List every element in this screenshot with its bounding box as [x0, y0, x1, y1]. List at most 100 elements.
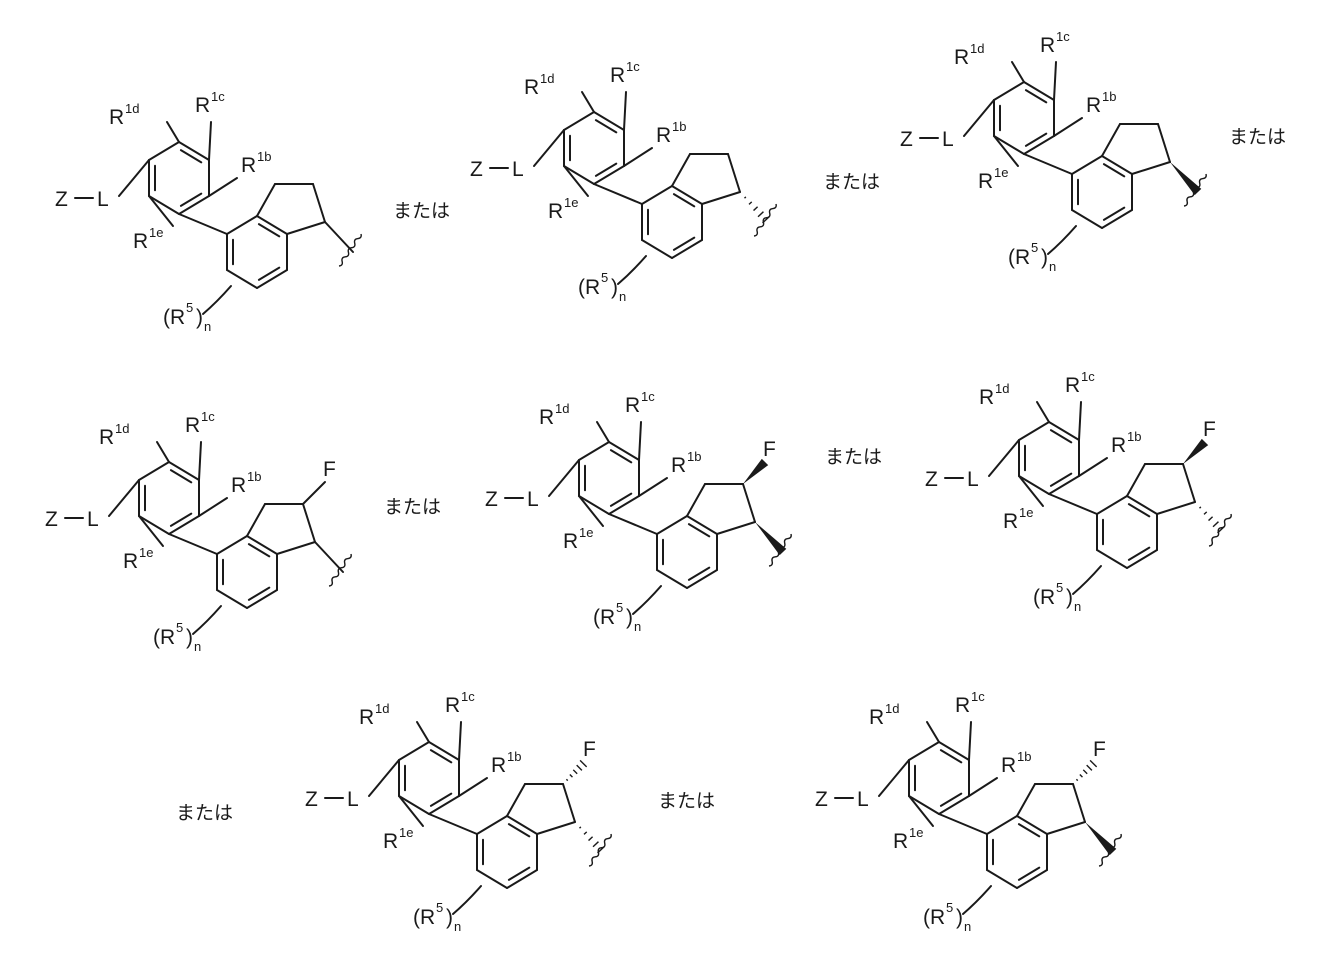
- l-label: L: [967, 468, 979, 491]
- r1d-label-letter: R: [359, 706, 374, 729]
- z-label: Z: [815, 788, 828, 811]
- biaryl-bond: [939, 814, 987, 834]
- aryl-bond: [994, 136, 1024, 154]
- biaryl-bond: [1024, 154, 1072, 174]
- r1e-bond: [1019, 476, 1043, 506]
- l-bond: [109, 480, 139, 516]
- r5-close: ): [1066, 586, 1073, 609]
- indane-bond: [657, 516, 687, 534]
- r1b-bond: [624, 148, 652, 166]
- r5-label: (R5)n: [1008, 240, 1056, 274]
- indane-double-bond: [1104, 164, 1124, 176]
- r1c-label-superscript: 1c: [641, 389, 655, 404]
- indane-bond: [1072, 156, 1102, 174]
- aryl-double-bond: [596, 120, 616, 132]
- r1c-label-letter: R: [185, 414, 200, 437]
- attachment-hashed-bond: [745, 197, 770, 223]
- r1e-bond: [994, 136, 1018, 166]
- connector-text-1: または: [393, 196, 450, 223]
- r1c-bond: [624, 92, 626, 130]
- aryl-bond: [149, 142, 179, 160]
- r1b-label-letter: R: [1111, 434, 1126, 457]
- r1c-bond: [1079, 402, 1081, 440]
- r1d-bond: [1012, 62, 1024, 82]
- connector-text-4: または: [384, 492, 441, 519]
- r1e-label-letter: R: [893, 830, 908, 853]
- r1e-label: R1e: [893, 825, 923, 853]
- r1e-label: R1e: [133, 225, 163, 253]
- aryl-double-bond: [1026, 90, 1046, 102]
- cyclopentane-bond: [1158, 124, 1170, 162]
- r1b-label-superscript: 1b: [257, 149, 271, 164]
- r1c-bond: [209, 122, 211, 160]
- r1b-label-superscript: 1b: [1127, 429, 1141, 444]
- indane-double-bond: [249, 588, 269, 600]
- cyclopentane-bond: [1127, 464, 1145, 496]
- connector-text-7: または: [658, 786, 715, 813]
- r1e-label-letter: R: [563, 530, 578, 553]
- indane-bond: [642, 186, 672, 204]
- r1c-label: R1c: [610, 59, 640, 87]
- z-label: Z: [305, 788, 318, 811]
- r5-label: (R5)n: [593, 600, 641, 634]
- r1c-label: R1c: [1065, 369, 1095, 397]
- attachment-wedge-bond: [1170, 162, 1201, 195]
- indane-double-bond: [259, 268, 279, 280]
- r1e-label-letter: R: [1003, 510, 1018, 533]
- r1b-label: R1b: [1001, 749, 1031, 777]
- r1d-label-letter: R: [869, 706, 884, 729]
- cyclopentane-bond: [1102, 124, 1120, 156]
- structure-3: R1dR1cR1bR1eZL(R5)n: [900, 28, 1200, 288]
- structure-5: FR1dR1cR1bR1eZL(R5)n: [485, 388, 785, 648]
- r5-close: ): [446, 906, 453, 929]
- r1c-label-letter: R: [445, 694, 460, 717]
- r1c-label-superscript: 1c: [211, 89, 225, 104]
- r1d-label-letter: R: [99, 426, 114, 449]
- r1b-label: R1b: [1086, 89, 1116, 117]
- r1d-label: R1d: [109, 101, 139, 129]
- l-label: L: [942, 128, 954, 151]
- r1e-bond: [909, 796, 933, 826]
- r1e-label-letter: R: [383, 830, 398, 853]
- r1b-label-letter: R: [1001, 754, 1016, 777]
- r1b-label-superscript: 1b: [1102, 89, 1116, 104]
- structure-2: R1dR1cR1bR1eZL(R5)n: [470, 58, 770, 318]
- r1b-bond: [459, 778, 487, 796]
- indane-double-bond: [509, 868, 529, 880]
- indane-double-bond: [259, 224, 279, 236]
- indane-bond: [987, 816, 1017, 834]
- r1d-bond: [157, 442, 169, 462]
- cyclopentane-bond: [313, 184, 325, 222]
- aryl-bond: [149, 196, 179, 214]
- fluorine-label: F: [323, 458, 336, 481]
- fluoro-bond: [303, 482, 325, 504]
- r5-subscript: n: [194, 639, 201, 654]
- r5-bond: [618, 256, 646, 284]
- indane-double-bond: [689, 568, 709, 580]
- indane-bond: [227, 216, 257, 234]
- r5-close: ): [611, 276, 618, 299]
- cyclopentane-bond: [702, 192, 740, 204]
- r1d-label-superscript: 1d: [970, 41, 984, 56]
- aryl-bond: [564, 112, 594, 130]
- r1b-label-superscript: 1b: [507, 749, 521, 764]
- r5-superscript: 5: [436, 900, 443, 915]
- r1e-label: R1e: [978, 165, 1008, 193]
- cyclopentane-bond: [1017, 784, 1035, 816]
- r1c-label-superscript: 1c: [201, 409, 215, 424]
- aryl-double-bond: [171, 470, 191, 482]
- aryl-bond: [399, 796, 429, 814]
- r5-bond: [633, 586, 661, 614]
- r1c-bond: [199, 442, 201, 480]
- r5-open: (R: [593, 606, 615, 629]
- r1e-label-letter: R: [133, 230, 148, 253]
- r1e-bond: [564, 166, 588, 196]
- r1c-label-superscript: 1c: [1081, 369, 1095, 384]
- r1d-label: R1d: [954, 41, 984, 69]
- r1d-label-superscript: 1d: [555, 401, 569, 416]
- aryl-bond: [579, 442, 609, 460]
- attachment-bond: [315, 542, 343, 572]
- cyclopentane-bond: [743, 484, 755, 522]
- fluoro-wedge-bond: [743, 459, 768, 484]
- r1b-label: R1b: [1111, 429, 1141, 457]
